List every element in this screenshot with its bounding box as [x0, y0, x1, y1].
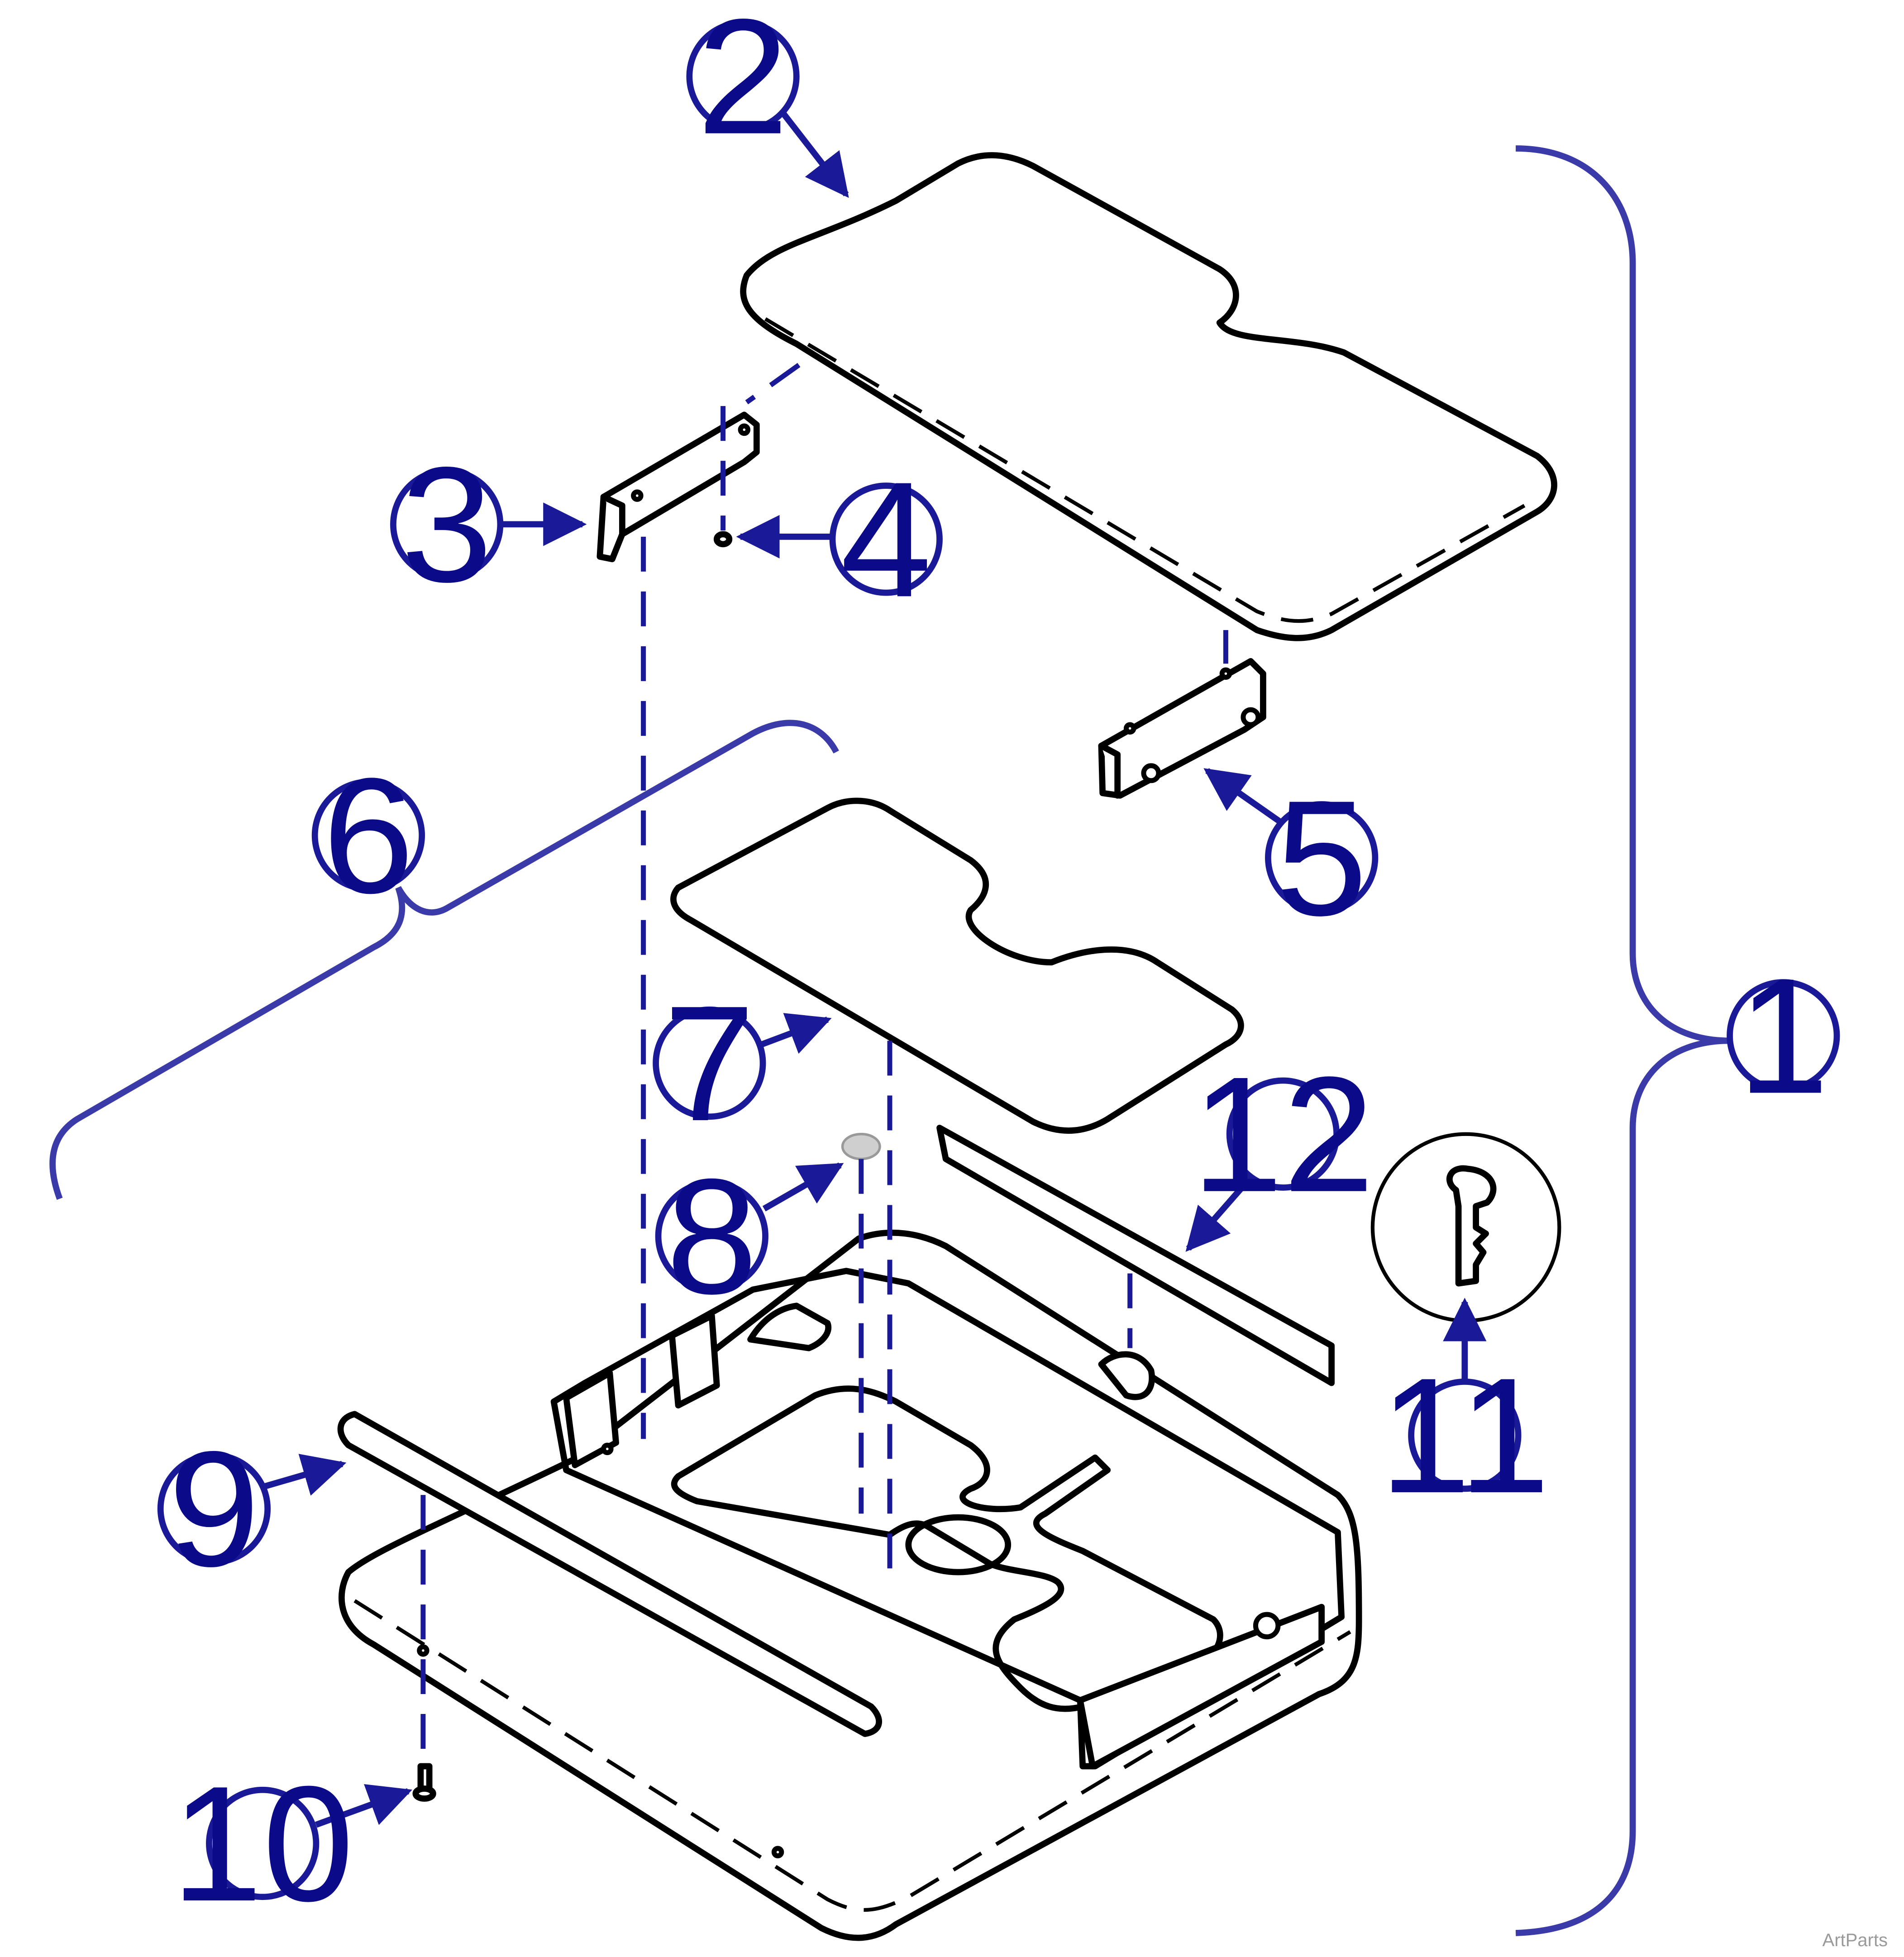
callout-10-label: 10 — [171, 1752, 354, 1935]
callout-3-label: 3 — [401, 432, 492, 616]
disc-part-8 — [841, 1132, 881, 1160]
bracket-part-3 — [596, 411, 760, 563]
callout-12-label: 12 — [1192, 1042, 1374, 1226]
assembly-lines — [420, 363, 1228, 1766]
callout-3[interactable]: 3 — [390, 432, 504, 616]
callout-6[interactable]: 6 — [311, 744, 425, 927]
callout-7-label: 7 — [663, 971, 755, 1155]
callout-1-label: 1 — [1737, 944, 1829, 1127]
callout-9-label: 9 — [168, 1417, 260, 1600]
callout-4[interactable]: 4 — [829, 447, 943, 631]
callout-5[interactable]: 5 — [1265, 766, 1379, 950]
callout-7[interactable]: 7 — [653, 971, 766, 1155]
foam-insert-part-7 — [670, 797, 1244, 1134]
key-part-11 — [1370, 1132, 1561, 1323]
callout-8-label: 8 — [666, 1144, 758, 1328]
key-icon — [1446, 1165, 1497, 1287]
screw-part-10 — [412, 1763, 436, 1802]
callout-11-label: 11 — [1379, 1343, 1550, 1527]
strip-part-12 — [936, 1125, 1335, 1386]
front-bar-part-9 — [337, 1411, 882, 1737]
callout-12[interactable]: 12 — [1192, 1042, 1374, 1226]
callout-2-label: 2 — [697, 0, 789, 168]
brace-group-1 — [1515, 145, 1730, 1936]
callout-5-label: 5 — [1276, 766, 1367, 950]
callout-4-label: 4 — [840, 447, 932, 631]
callout-11[interactable]: 11 — [1379, 1343, 1550, 1527]
top-cover-part-2 — [740, 152, 1557, 641]
brace-group-6 — [49, 720, 839, 1200]
base-tray — [338, 1229, 1362, 1941]
callout-8[interactable]: 8 — [655, 1144, 768, 1328]
callout-9[interactable]: 9 — [157, 1417, 271, 1600]
callout-2[interactable]: 2 — [686, 0, 800, 168]
callout-10[interactable]: 10 — [171, 1752, 354, 1935]
callout-1[interactable]: 1 — [1727, 944, 1840, 1127]
callout-6-label: 6 — [323, 744, 414, 927]
credit-label: ArtParts — [1822, 1930, 1888, 1950]
bracket-part-5 — [1098, 658, 1266, 799]
leader-lines — [264, 109, 1487, 1828]
screw-part-4 — [713, 531, 733, 548]
